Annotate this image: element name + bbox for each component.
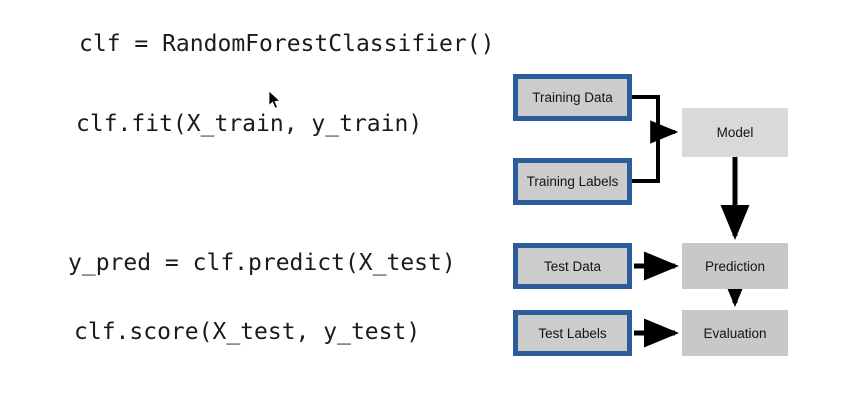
node-model-label: Model	[716, 125, 754, 140]
node-model[interactable]: Model	[682, 108, 788, 157]
node-prediction[interactable]: Prediction	[682, 243, 788, 289]
edge-training-data-to-model	[632, 95, 660, 132]
arrow-cursor-icon	[268, 90, 281, 109]
node-training-data-label: Training Data	[532, 90, 613, 105]
node-test-labels[interactable]: Test Labels	[513, 310, 632, 356]
node-training-labels[interactable]: Training Labels	[513, 158, 632, 205]
code-line-2: clf.fit(X_train, y_train)	[76, 111, 423, 137]
node-test-data[interactable]: Test Data	[513, 243, 632, 289]
node-prediction-label: Prediction	[704, 258, 766, 274]
code-line-3: y_pred = clf.predict(X_test)	[68, 250, 456, 276]
node-training-data[interactable]: Training Data	[513, 74, 632, 121]
code-line-1: clf = RandomForestClassifier()	[79, 31, 495, 57]
node-test-data-label: Test Data	[543, 258, 602, 274]
node-training-labels-label: Training Labels	[526, 174, 619, 189]
code-line-4: clf.score(X_test, y_test)	[74, 319, 421, 345]
node-evaluation[interactable]: Evaluation	[682, 310, 788, 356]
node-test-labels-label: Test Labels	[538, 325, 607, 341]
node-evaluation-label: Evaluation	[703, 325, 767, 341]
edge-training-labels-to-model	[632, 132, 660, 183]
